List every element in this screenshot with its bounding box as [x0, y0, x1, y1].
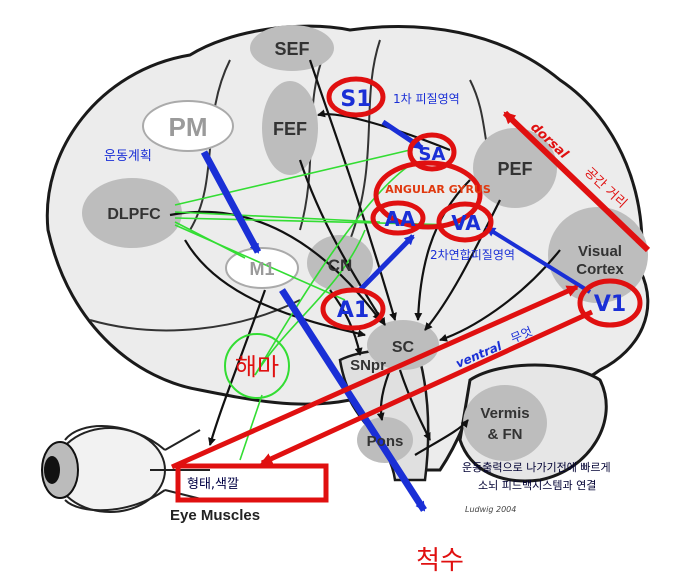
angular-gyrus-label: ANGULAR GYRUS: [385, 183, 491, 196]
sulcus-line: [349, 39, 381, 241]
secondary-assoc-annotation: 2차연합피질영역: [430, 248, 515, 262]
aa-label: AA: [385, 207, 416, 231]
snpr-label: SNpr: [350, 357, 386, 374]
hippocampus-label: 해마: [235, 353, 279, 381]
pm-bubble: [142, 100, 234, 152]
cn-label: CN: [328, 256, 353, 275]
sa-ring: [407, 132, 457, 172]
motor-output-annotation-line1: 운동출력으로 나가기전에 빠르게: [462, 461, 611, 474]
hippocampus-circle: [224, 333, 290, 399]
v1-ring: [577, 278, 643, 328]
vermis-label-line1: Vermis: [480, 405, 529, 422]
s1-ring: [326, 76, 386, 118]
s1-annotation: 1차 피질영역: [393, 92, 460, 106]
pef-label: PEF: [497, 159, 532, 179]
m1-label: M1: [249, 259, 274, 279]
red-pathway-arrows: [170, 110, 651, 470]
highlight-rings: [320, 76, 643, 331]
spinal-cord-label: 척수: [416, 546, 464, 576]
motor-planning-annotation: 운동계획: [104, 149, 152, 164]
sef-region: [250, 25, 334, 71]
pef-region: [473, 128, 557, 208]
shape-color-box: [175, 463, 329, 503]
vermis-label-line2: & FN: [488, 426, 523, 443]
aa-ring: [370, 200, 426, 236]
visual-cortex-label-line1: Visual: [578, 243, 622, 260]
fef-region: [262, 81, 318, 175]
eye-illustration: [41, 425, 210, 513]
fef-label: FEF: [273, 119, 307, 139]
visual-cortex-region: [548, 207, 648, 303]
shape-color-label: 형태,색깔: [187, 477, 239, 492]
a1-ring: [320, 287, 386, 331]
visual-cortex-label-line2: Cortex: [576, 261, 624, 278]
credit-label: Ludwig 2004: [465, 505, 516, 514]
eye-muscles-label: Eye Muscles: [170, 507, 260, 524]
pm-label: PM: [169, 112, 208, 142]
motor-output-annotation-line2: 소뇌 피드백시스템과 연결: [478, 479, 596, 492]
sef-label: SEF: [274, 39, 309, 59]
angular-gyrus-ring: [373, 160, 483, 230]
dlpfc-label: DLPFC: [107, 206, 161, 223]
a1-label: A1: [337, 298, 369, 323]
blue-pathway-arrows: [200, 119, 592, 512]
pons-label: Pons: [367, 433, 404, 450]
dlpfc-region: [82, 178, 182, 248]
s1-label: S1: [340, 87, 371, 112]
va-ring: [436, 201, 494, 243]
sc-label: SC: [392, 339, 415, 356]
sa-label: SA: [419, 144, 446, 165]
vermis-region: [463, 385, 547, 461]
va-label: VA: [451, 211, 481, 235]
v1-label: V1: [594, 292, 626, 317]
